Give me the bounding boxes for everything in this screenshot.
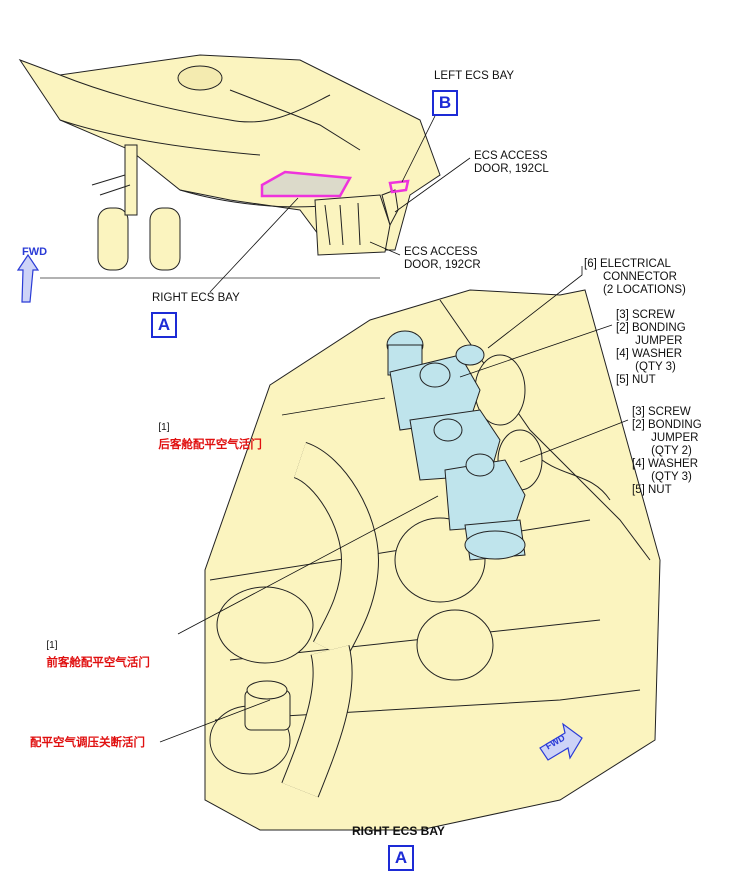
hardware-group1-line5: (QTY 3) [616, 361, 676, 373]
ecs-ducts [209, 354, 611, 798]
ecs-access-door-cr-line1: ECS ACCESS [404, 246, 478, 258]
connector-label-line2: CONNECTOR [603, 271, 677, 283]
hardware-group1-line2: [2] BONDING [616, 322, 686, 334]
detail-bay-title: RIGHT ECS BAY [352, 824, 445, 838]
top-leader-lines [209, 115, 471, 293]
hardware-group2-line2: [2] BONDING [632, 419, 702, 431]
detail-bay-ref-box: A [388, 845, 414, 871]
ecs-access-door-cl-line2: DOOR, 192CL [474, 163, 549, 175]
fwd-trim-valve-index: [1] [46, 640, 58, 651]
ecs-access-doors [314, 189, 399, 256]
hardware-group2-line5: [4] WASHER [632, 458, 699, 470]
hardware-group2-line3: JUMPER [632, 432, 699, 444]
hardware-group2-line7: [5] NUT [632, 484, 672, 496]
fwd-arrow-bottom-icon [539, 722, 583, 761]
fwd-trim-valve-label: [1] 前客舱配平空气活门 [40, 626, 150, 670]
detail-leader-lines [159, 266, 629, 743]
fwd-trim-valve-name: 前客舱配平空气活门 [46, 656, 150, 669]
fwd-label-top: FWD [22, 246, 48, 258]
hardware-group1-line1: [3] SCREW [616, 309, 675, 321]
aft-trim-valve-label: [1] 后客舱配平空气活门 [152, 408, 262, 452]
hardware-group1-line4: [4] WASHER [616, 348, 683, 360]
hardware-group1-line6: [5] NUT [616, 374, 656, 386]
shutoff-valve [244, 680, 291, 731]
hardware-group2-line6: (QTY 3) [632, 471, 692, 483]
ecs-access-door-cr-line2: DOOR, 192CR [404, 259, 481, 271]
trim-air-valves [386, 330, 526, 561]
aft-trim-valve-name: 后客舱配平空气活门 [158, 438, 262, 451]
shutoff-valve-label: 配平空气调压关断活门 [30, 737, 145, 749]
left-ecs-bay-label: LEFT ECS BAY [434, 70, 515, 82]
right-ecs-bay-label: RIGHT ECS BAY [152, 292, 240, 304]
connector-label-line3: (2 LOCATIONS) [603, 284, 686, 296]
right-ecs-bay-ref-box: A [151, 312, 177, 338]
hardware-group1-line3: JUMPER [616, 335, 683, 347]
hardware-group2-line4: (QTY 2) [632, 445, 692, 457]
aft-trim-valve-index: [1] [158, 422, 170, 433]
connector-label-line1: [6] ELECTRICAL [584, 258, 671, 270]
fwd-arrow-top-icon [16, 253, 40, 303]
hardware-group2-line1: [3] SCREW [632, 406, 691, 418]
nose-landing-gear [91, 144, 181, 271]
ecs-access-door-cl-line1: ECS ACCESS [474, 150, 548, 162]
left-ecs-bay-ref-box: B [432, 90, 458, 116]
